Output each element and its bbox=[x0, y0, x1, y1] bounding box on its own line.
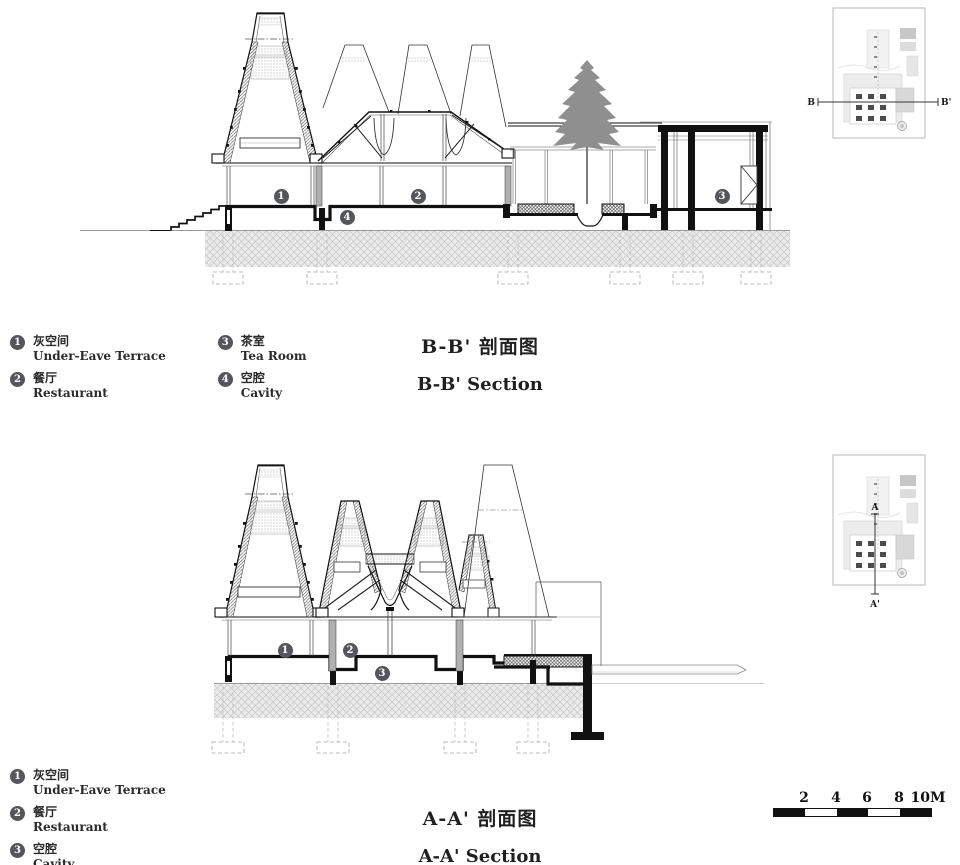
bb-title: B-B' 剖面图 B-B' Section bbox=[300, 332, 660, 395]
bb-tree bbox=[553, 60, 621, 204]
aa-title: A-A' 剖面图 A-A' Section bbox=[300, 804, 660, 865]
aa-key-plan: A A' bbox=[832, 454, 926, 610]
scale-bar: 2 4 6 8 10M bbox=[765, 790, 946, 824]
bb-title-en: B-B' Section bbox=[417, 374, 543, 395]
bb-key-plan: B B' bbox=[807, 7, 951, 139]
aa-ground bbox=[211, 683, 764, 754]
section-marker: 3 bbox=[374, 665, 390, 681]
aa-kilns-middle bbox=[315, 500, 465, 656]
scale-tick: 8 bbox=[894, 790, 904, 806]
aa-title-en: A-A' Section bbox=[418, 846, 542, 865]
aa-kiln-right-elevation bbox=[458, 464, 602, 666]
scale-tick: 10M bbox=[910, 790, 946, 806]
bb-roof-truss bbox=[317, 44, 515, 165]
section-label-b: B bbox=[807, 98, 815, 108]
section-marker: 2 bbox=[410, 188, 426, 204]
bb-eave-tie bbox=[216, 162, 512, 207]
kiln-cluster bbox=[856, 541, 886, 568]
scale-tick: 6 bbox=[862, 790, 872, 806]
aa-section-drawing bbox=[211, 464, 764, 754]
bb-ground bbox=[80, 230, 790, 285]
bb-tearoom bbox=[640, 121, 772, 230]
bb-kiln-sectioned bbox=[211, 12, 324, 164]
aa-kiln-left bbox=[214, 464, 326, 618]
bb-title-zh: B-B' 剖面图 bbox=[421, 336, 539, 358]
section-line-aa bbox=[871, 513, 879, 595]
section-label-b-prime: B' bbox=[941, 98, 951, 108]
section-marker: 3 bbox=[714, 188, 730, 204]
bb-section-drawing bbox=[80, 12, 790, 285]
scale-tick: 2 bbox=[799, 790, 809, 806]
section-line-bb bbox=[817, 98, 939, 106]
aa-title-zh: A-A' 剖面图 bbox=[422, 808, 538, 830]
bb-stairs bbox=[150, 205, 228, 231]
section-label-a: A bbox=[871, 503, 880, 513]
section-marker: 1 bbox=[273, 188, 289, 204]
scale-tick: 4 bbox=[831, 790, 841, 806]
section-label-a-prime: A' bbox=[869, 600, 880, 610]
door-symbol bbox=[740, 165, 758, 205]
aa-kiln-small bbox=[458, 534, 500, 618]
tree-canopy bbox=[553, 60, 621, 150]
bb-floor-slab bbox=[225, 204, 506, 231]
section-marker: 4 bbox=[339, 209, 355, 225]
section-marker: 1 bbox=[277, 642, 293, 658]
section-marker: 2 bbox=[342, 642, 358, 658]
scale-bar-segments bbox=[773, 808, 932, 817]
kiln-cluster bbox=[856, 94, 886, 121]
